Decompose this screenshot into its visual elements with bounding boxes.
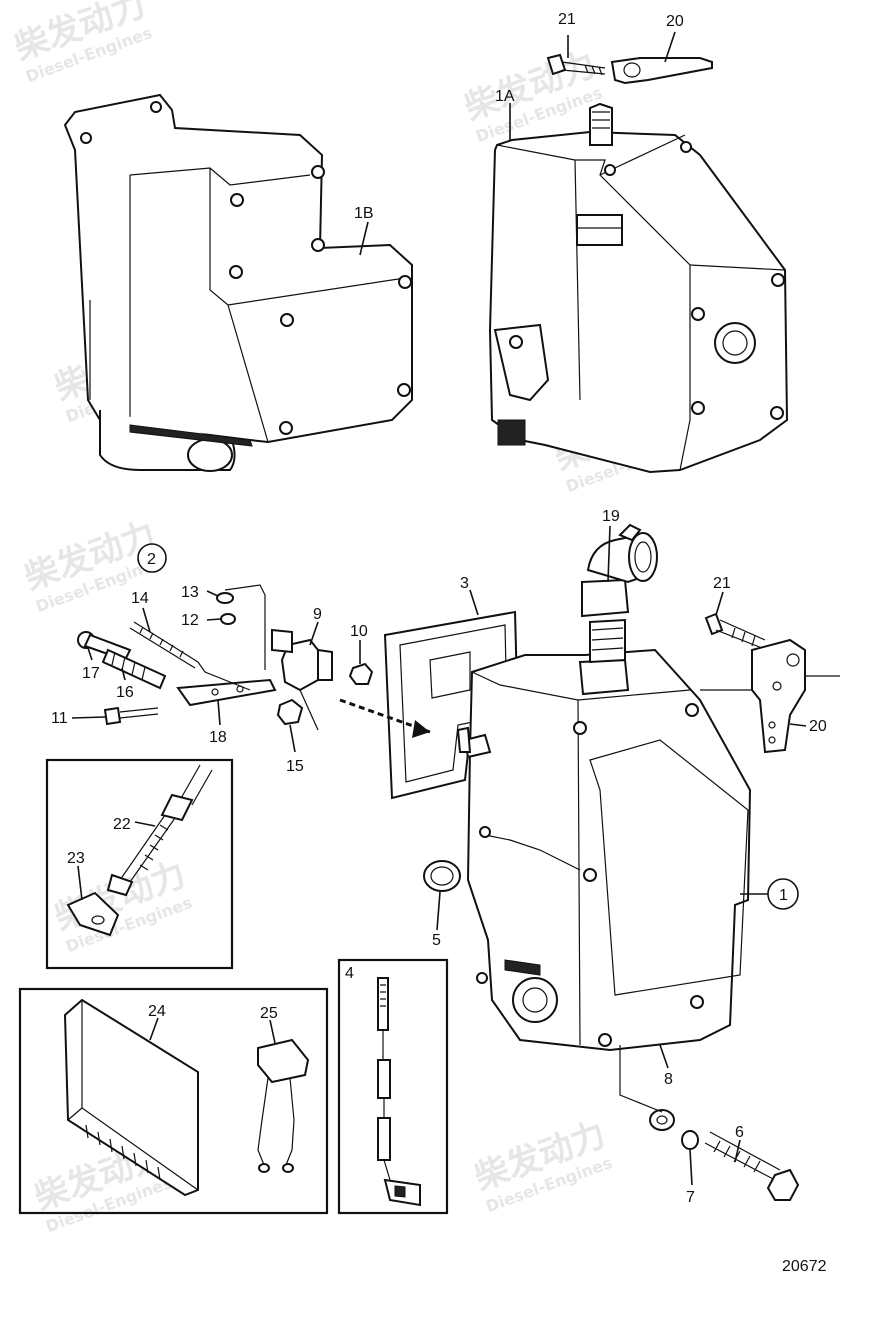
callout-15: 15 [286,758,304,775]
watermark-8: 柴发动力 Diesel-Engines [469,1114,614,1216]
callout-20-top: 20 [666,13,684,30]
callout-13: 13 [181,584,199,601]
drawing-number: 20672 [782,1258,827,1275]
unit-1A-drawing [488,102,789,474]
direction-arrow [339,698,431,738]
watermark-1: 柴发动力 Diesel-Engines [9,0,154,86]
callout-10: 10 [350,623,368,640]
callout-3: 3 [460,575,469,592]
callout-16: 16 [116,684,134,701]
callout-2: 2 [147,551,156,568]
leader-lines [71,31,807,1186]
callout-18: 18 [209,729,227,746]
callout-1: 1 [779,887,788,904]
callout-8: 8 [664,1071,673,1088]
inset-box-module-24-25 [18,987,329,1215]
callout-17: 17 [82,665,100,682]
watermark-2: 柴发动力 Diesel-Engines [459,44,604,146]
callout-2-circle [137,543,167,573]
callout-1B: 1B [354,205,374,222]
main-unit-1 [456,618,752,1052]
callout-24: 24 [148,1003,166,1020]
callout-1A: 1A [495,88,515,105]
o-ring-5 [423,860,461,892]
callout-9: 9 [313,606,322,623]
inset-box-sensor-4 [337,958,449,1215]
callout-20-right: 20 [809,718,827,735]
callout-22: 22 [113,816,131,833]
bracket-20-right [700,638,840,754]
bolt-21-top [546,53,606,76]
callout-11: 11 [51,710,68,727]
callout-7: 7 [686,1189,695,1206]
callout-5: 5 [432,932,441,949]
callout-6: 6 [735,1124,744,1141]
inset-box-sensor-22-23 [45,758,234,970]
unit-1B-drawing [63,93,413,472]
callout-4: 4 [345,965,354,982]
small-parts-assembly [77,584,374,731]
callout-21-top: 21 [558,11,576,28]
callout-19: 19 [602,508,620,525]
callout-21-right: 21 [713,575,731,592]
washer-and-bolt-6-7 [619,1045,800,1201]
callout-23: 23 [67,850,85,867]
callout-25: 25 [260,1005,278,1022]
callout-14: 14 [131,590,149,607]
bolt-21-right [704,612,766,649]
elbow-connector-19 [581,523,658,618]
bracket-20-top [610,57,713,85]
callout-labels: 21 20 1A 1B 19 3 2 13 12 14 9 10 17 16 1… [51,11,827,1275]
callout-1-circle [767,878,799,910]
callout-12: 12 [181,612,199,629]
